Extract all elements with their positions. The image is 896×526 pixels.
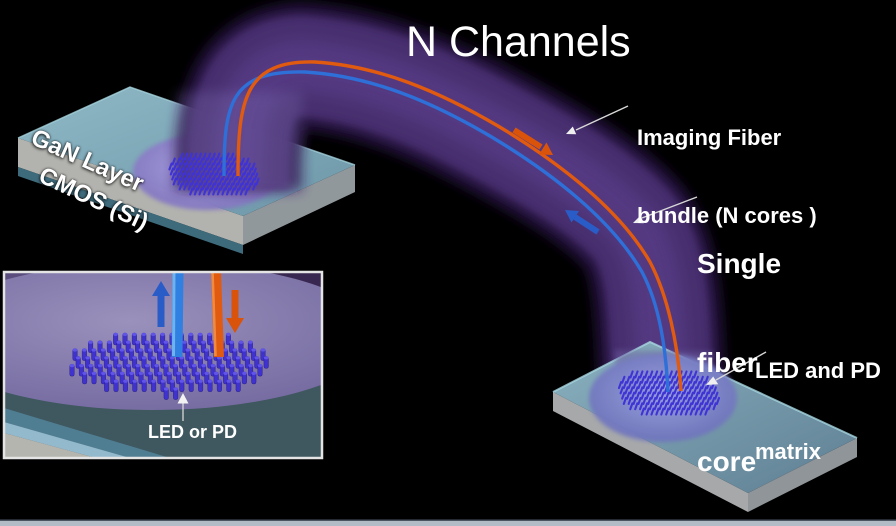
- orange-flow-arrow-icon: [512, 127, 553, 155]
- bundle-core-highlight: [212, 39, 688, 386]
- left-chip-substrate-edge: [18, 167, 243, 254]
- led-or-pd-label: LED or PD: [148, 422, 238, 442]
- inset-blue-fiber: [171, 272, 184, 358]
- inset-orange-fiber: [211, 272, 224, 358]
- right-chip-glow: [589, 354, 737, 442]
- title: N Channels: [406, 18, 631, 66]
- inset-layer-stripe-gray: [4, 433, 96, 458]
- blue-flow-arrow-icon: [565, 210, 600, 235]
- left-chip-front-face: [18, 138, 243, 245]
- right-led-pd-matrix: [617, 370, 721, 416]
- blue-fiber: [222, 70, 670, 393]
- matrix-pointer-arrow-icon: [706, 351, 767, 385]
- single-fiber-pointer-arrow-icon: [633, 196, 698, 224]
- single-fiber-core-label-line2: fiber: [697, 347, 758, 378]
- inset-border: [2, 270, 324, 460]
- single-fiber-core-label-line1: Single: [697, 248, 782, 279]
- imaging-fiber-bundle-label-line2: bundle (N cores ): [637, 203, 817, 228]
- led-pd-matrix-label: LED and PD matrix: [755, 303, 881, 519]
- inset-label-pointer-arrow-icon: [177, 393, 189, 421]
- inset-blue-up-arrow-icon: [152, 281, 170, 327]
- orange-fiber: [236, 60, 683, 392]
- right-chip-edge-highlight: [552, 340, 858, 439]
- bottom-strip: [0, 521, 896, 526]
- bundle-pointer-arrow-icon: [566, 105, 629, 135]
- inset-layer-stripe-blue: [4, 422, 130, 458]
- inset-layer-stripe-teal: [4, 408, 170, 458]
- single-fiber-core-label-line3: core: [697, 446, 757, 477]
- bottom-strip-shadow: [0, 519, 896, 521]
- led-pd-matrix-label-line2: matrix: [755, 439, 822, 464]
- inset-orange-down-arrow-icon: [226, 290, 244, 333]
- right-chip-right-face: [748, 438, 857, 512]
- left-chip-right-face: [243, 165, 355, 245]
- fiber-bundle-tube: [175, 2, 725, 387]
- inset-content: [4, 272, 322, 458]
- single-fiber-core-label: Single fiber core: [697, 181, 781, 526]
- imaging-fiber-bundle-label-line1: Imaging Fiber: [637, 125, 782, 150]
- imaging-fiber-bundle-label: Imaging Fiber bundle (N cores ): [637, 73, 817, 281]
- led-pd-matrix-label-line1: LED and PD: [755, 358, 881, 383]
